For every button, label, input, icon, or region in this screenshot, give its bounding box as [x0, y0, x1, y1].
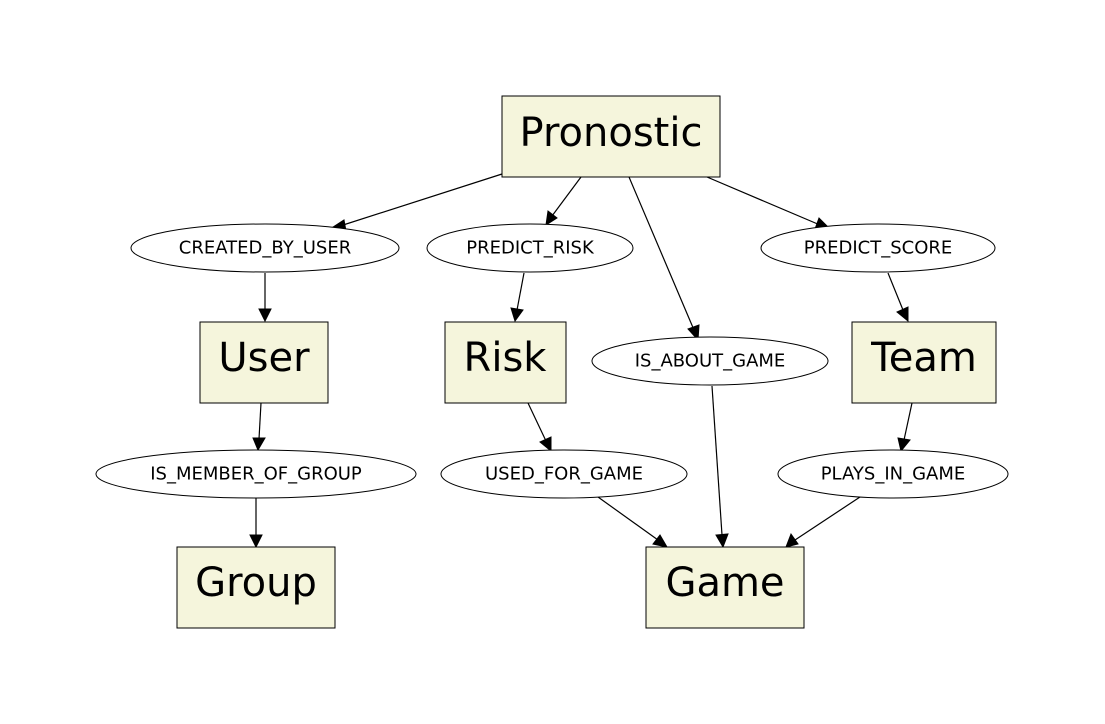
- edge-pronostic-to-predict-score: [706, 176, 821, 226]
- edge-risk-to-used-for-game: [527, 402, 547, 442]
- rel-predict-risk-ellipse: [426, 223, 634, 273]
- rel-is-about-game-label: IS_ABOUT_GAME: [635, 351, 786, 372]
- rel-plays-in-game-label: PLAYS_IN_GAME: [821, 464, 966, 485]
- rel-is-member-of-group: IS_MEMBER_OF_GROUP: [95, 449, 417, 499]
- edge-user-to-is-member-of-group: [258, 402, 262, 440]
- node-group-label: Group: [195, 560, 317, 606]
- rel-created-by-user: CREATED_BY_USER: [130, 223, 400, 273]
- rel-is-member-of-group-ellipse: [95, 449, 417, 499]
- arrowhead-team: [896, 306, 909, 323]
- rel-is-member-of-group-label: IS_MEMBER_OF_GROUP: [150, 464, 362, 485]
- rel-used-for-game-ellipse: [440, 449, 688, 499]
- rel-used-for-game: USED_FOR_GAME: [440, 449, 688, 499]
- rel-predict-risk-label: PREDICT_RISK: [466, 238, 595, 259]
- arrowhead-predict-risk: [545, 210, 558, 227]
- edge-plays-in-game-to-game: [794, 496, 861, 541]
- node-user-label: User: [218, 335, 310, 381]
- rel-created-by-user-ellipse: [130, 223, 400, 273]
- node-game-box: [645, 546, 805, 629]
- rel-plays-in-game-ellipse: [777, 449, 1009, 499]
- node-pronostic: Pronostic: [501, 95, 721, 178]
- edges: [249, 173, 913, 549]
- node-pronostic-box: [501, 95, 721, 178]
- node-pronostic-label: Pronostic: [520, 110, 703, 156]
- node-user: User: [199, 321, 329, 404]
- arrowhead-group: [249, 534, 263, 549]
- arrowhead-is-about-game: [687, 324, 700, 342]
- rel-predict-risk: PREDICT_RISK: [426, 223, 634, 273]
- rel-predict-score-ellipse: [760, 223, 996, 273]
- rel-used-for-game-label: USED_FOR_GAME: [485, 464, 643, 485]
- node-group-box: [176, 546, 336, 629]
- rel-is-about-game: IS_ABOUT_GAME: [591, 336, 829, 386]
- edge-predict-risk-to-risk: [516, 272, 525, 311]
- edge-pronostic-to-created-by-user: [339, 173, 503, 227]
- rel-predict-score: PREDICT_SCORE: [760, 223, 996, 273]
- arrowhead-is-member-of-group: [252, 437, 266, 452]
- edge-pronostic-to-predict-risk: [551, 176, 582, 217]
- node-team-box: [851, 321, 997, 404]
- node-game-label: Game: [665, 560, 784, 606]
- edge-pronostic-to-is-about-game: [628, 176, 695, 331]
- arrowhead-user: [258, 308, 272, 323]
- edge-used-for-game-to-game: [597, 496, 659, 541]
- rel-is-about-game-ellipse: [591, 336, 829, 386]
- node-risk: Risk: [444, 321, 567, 404]
- arrowhead-game-from-is-about-game: [715, 533, 729, 549]
- rel-created-by-user-label: CREATED_BY_USER: [179, 238, 351, 259]
- rel-predict-score-label: PREDICT_SCORE: [804, 238, 953, 259]
- edge-is-about-game-to-game: [711, 385, 723, 536]
- edge-team-to-plays-in-game: [903, 402, 913, 441]
- node-team: Team: [851, 321, 997, 404]
- arrowhead-risk: [510, 307, 524, 323]
- node-user-box: [199, 321, 329, 404]
- node-risk-box: [444, 321, 567, 404]
- arrowhead-plays-in-game: [897, 437, 911, 453]
- edge-predict-score-to-team: [887, 272, 904, 311]
- node-game: Game: [645, 546, 805, 629]
- rel-plays-in-game: PLAYS_IN_GAME: [777, 449, 1009, 499]
- arrowhead-game-from-used-for-game: [652, 534, 669, 548]
- arrowhead-game-from-plays-in-game: [785, 532, 799, 548]
- node-risk-label: Risk: [464, 335, 548, 381]
- arrowhead-used-for-game: [539, 436, 552, 453]
- node-team-label: Team: [870, 335, 977, 381]
- node-group: Group: [176, 546, 336, 629]
